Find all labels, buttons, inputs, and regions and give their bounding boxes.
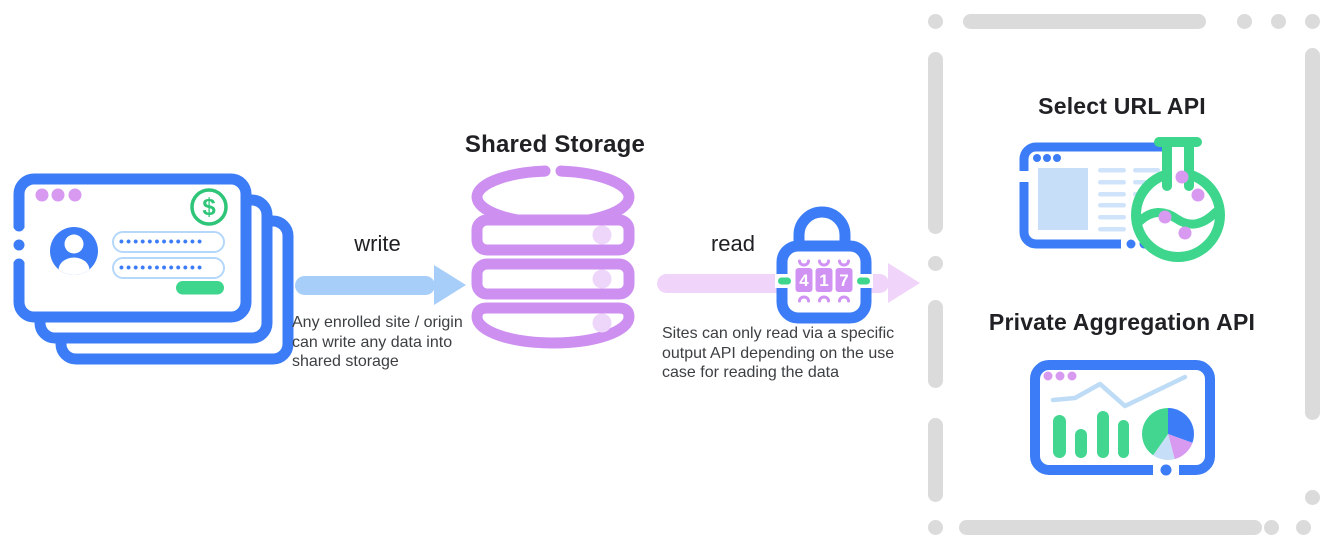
dash-segment	[928, 52, 943, 234]
flask-icon	[1131, 137, 1225, 262]
write-label: write	[354, 231, 401, 256]
dash-segment	[1237, 14, 1252, 29]
enrolled-sites-windows-icon: $ •••••••••••• ••••••••••••	[12, 173, 294, 365]
submit-button-icon	[176, 281, 224, 295]
window-dots-icon	[35, 188, 82, 202]
dash-segment	[959, 520, 1262, 535]
write-note: Any enrolled site / origin can write any…	[292, 314, 463, 371]
svg-text:1: 1	[819, 271, 828, 290]
dash-segment	[963, 14, 1206, 29]
dash-segment	[1305, 490, 1320, 505]
read-label: read	[710, 231, 756, 256]
dash-segment	[1305, 48, 1320, 420]
svg-text:••••••••••••: ••••••••••••	[119, 233, 204, 249]
shared-storage-title: Shared Storage	[464, 131, 646, 158]
lock-dials: 4 1 7	[795, 259, 853, 303]
dollar-icon: $	[190, 188, 228, 226]
write-arrow-icon	[295, 265, 467, 305]
dash-segment	[928, 256, 943, 271]
dash-segment	[928, 418, 943, 502]
private-aggregation-api-title: Private Aggregation API	[988, 309, 1256, 335]
svg-text:4: 4	[799, 271, 809, 290]
dash-segment	[928, 14, 943, 29]
line-chart-icon	[1050, 374, 1188, 409]
dash-segment	[928, 520, 943, 535]
dash-segment	[1264, 520, 1279, 535]
svg-text:7: 7	[839, 271, 848, 290]
combination-lock-icon: 4 1 7	[775, 206, 873, 324]
dash-segment	[1271, 14, 1286, 29]
select-url-api-icon	[1017, 137, 1225, 262]
dash-segment	[1296, 520, 1311, 535]
select-url-api-title: Select URL API	[1038, 93, 1206, 119]
bar-chart-icon	[1053, 411, 1129, 458]
svg-text:••••••••••••: ••••••••••••	[119, 259, 204, 275]
svg-text:$: $	[202, 194, 216, 221]
avatar-icon	[50, 227, 98, 275]
private-aggregation-api-icon	[1030, 360, 1215, 477]
password-field: ••••••••••••	[112, 231, 225, 253]
read-note: Sites can only read via a specific outpu…	[662, 325, 895, 382]
password-field: ••••••••••••	[112, 257, 225, 279]
pie-chart-icon	[1142, 408, 1194, 460]
dash-segment	[1305, 14, 1320, 29]
database-icon	[471, 162, 635, 349]
dash-segment	[928, 300, 943, 388]
